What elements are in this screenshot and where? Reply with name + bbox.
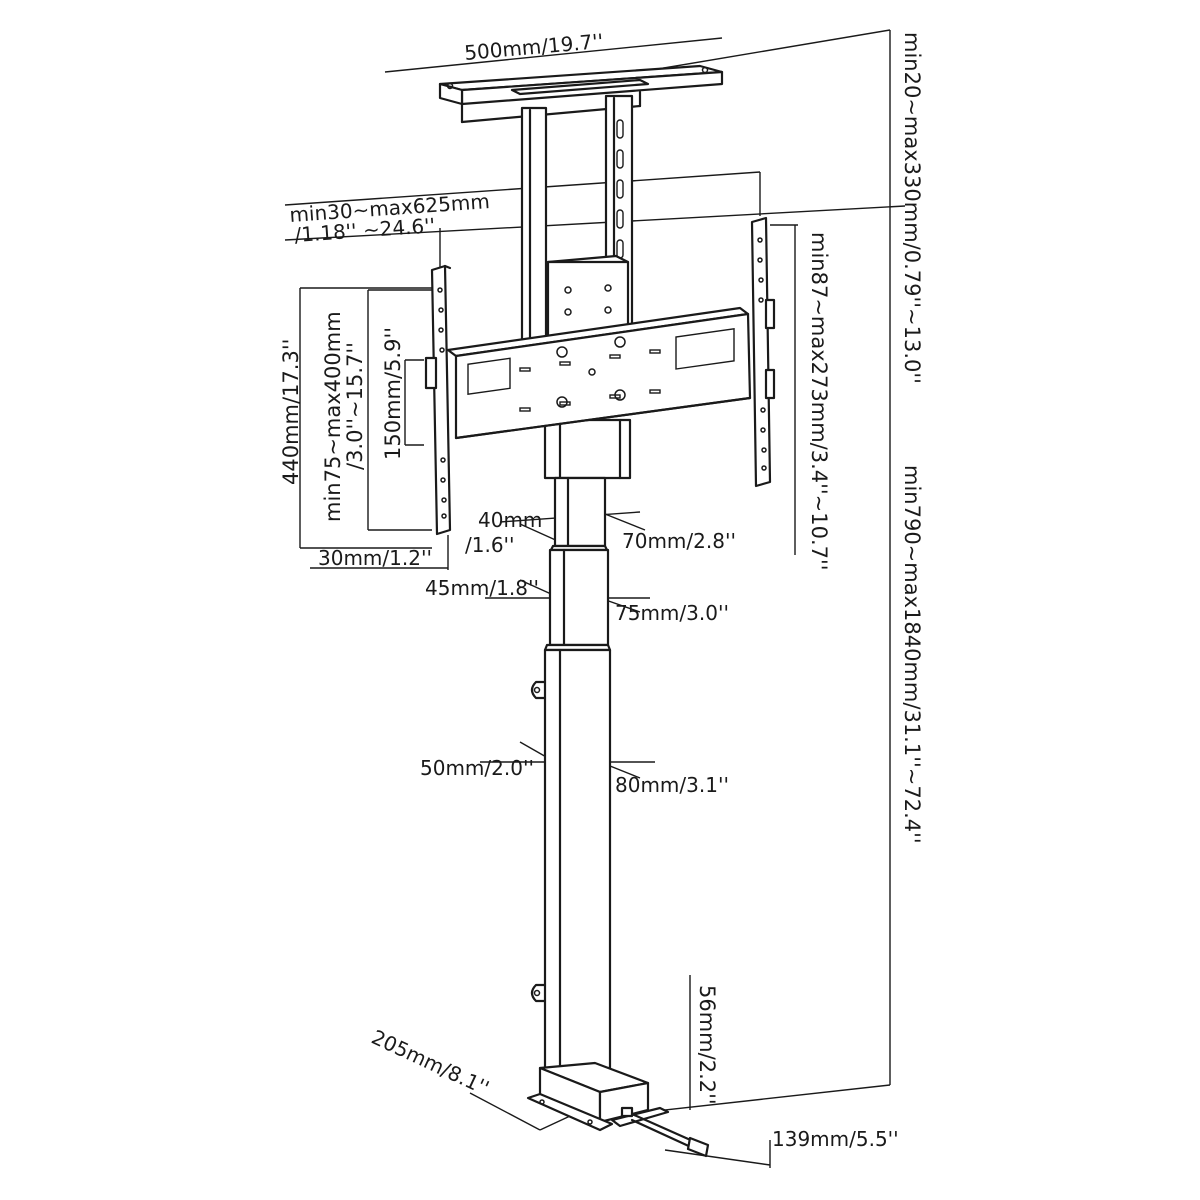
carriage-block [546,254,630,339]
vesa-plate [446,306,752,440]
pole-length-label: min790~max1840mm/31.1''~72.4'' [900,465,924,844]
ceiling-plate [438,64,724,124]
tube2-width-label: 75mm/3.0'' [615,601,729,625]
mount-arms [424,216,776,536]
tube1-depth-label: 40mm [478,508,542,532]
base-height-label: 56mm/2.2'' [695,985,719,1105]
ceiling-gap-label: min20~max330mm/0.79''~13.0'' [900,32,924,384]
tube3-width-label: 80mm/3.1'' [615,773,729,797]
motor-base [526,1061,710,1158]
arm-depth-label: 30mm/1.2'' [318,546,432,570]
tube1-width-label: 70mm/2.8'' [622,529,736,553]
base-depth-label: 205mm/8.1'' [368,1025,493,1100]
mount-height-label: 440mm/17.3'' [279,339,303,485]
base-width-label: 139mm/5.5'' [772,1127,899,1151]
vesa-width-label: min87~max273mm/3.4''~10.7'' [807,232,831,571]
tube1-depth-inch-label: /1.6'' [465,533,515,557]
tube2-depth-label: 45mm/1.8'' [425,576,539,600]
vesa-height-inch-label: /3.0''~15.7'' [343,342,367,470]
telescopic-pole [530,476,612,1070]
vesa-small-label: 150mm/5.9'' [381,327,405,460]
lower-bracket [543,418,632,480]
plate-width-label: 500mm/19.7'' [463,29,604,65]
vesa-height-label: min75~max400mm [321,311,345,522]
tube3-depth-label: 50mm/2.0'' [420,756,534,780]
